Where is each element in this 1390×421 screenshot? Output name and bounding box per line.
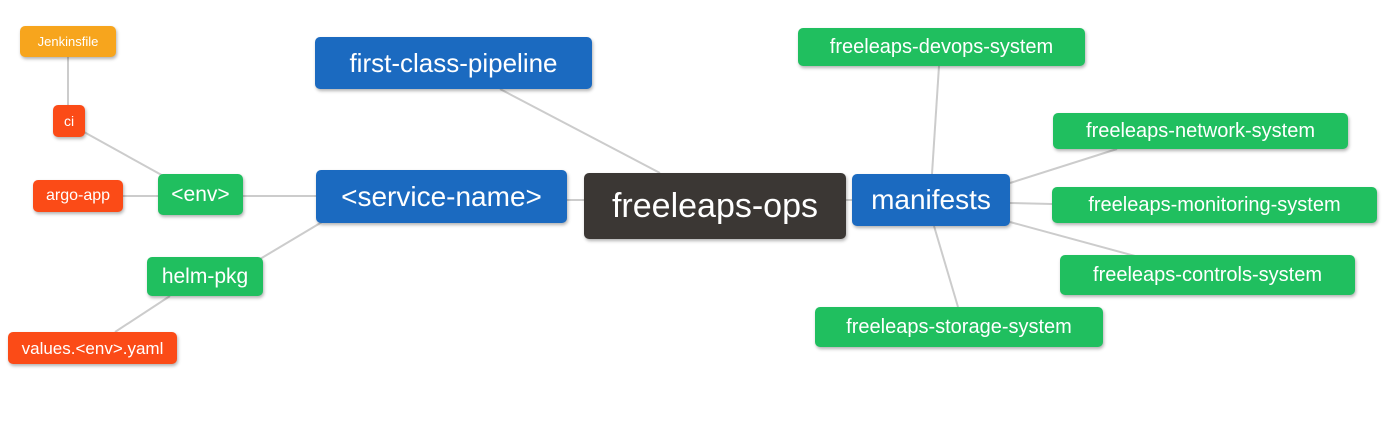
node-manifests[interactable]: manifests xyxy=(852,174,1010,226)
node-ci[interactable]: ci xyxy=(53,105,85,137)
node-service-name[interactable]: <service-name> xyxy=(316,170,567,223)
node-jenkinsfile[interactable]: Jenkinsfile xyxy=(20,26,116,57)
node-storage-system[interactable]: freeleaps-storage-system xyxy=(815,307,1103,347)
edge-first-class-pipeline-to-freeleaps-ops xyxy=(499,88,661,174)
node-helm-pkg[interactable]: helm-pkg xyxy=(147,257,263,296)
node-env[interactable]: <env> xyxy=(158,174,243,215)
edge-manifests-to-devops-system xyxy=(931,65,940,175)
node-controls-system[interactable]: freeleaps-controls-system xyxy=(1060,255,1355,295)
edge-ci-to-env xyxy=(83,131,168,179)
edge-manifests-to-network-system xyxy=(1009,148,1118,184)
node-monitoring-system[interactable]: freeleaps-monitoring-system xyxy=(1052,187,1377,223)
node-devops-system[interactable]: freeleaps-devops-system xyxy=(798,28,1085,66)
node-values-env-yaml[interactable]: values.<env>.yaml xyxy=(8,332,177,364)
node-first-class-pipeline[interactable]: first-class-pipeline xyxy=(315,37,592,89)
node-network-system[interactable]: freeleaps-network-system xyxy=(1053,113,1348,149)
edge-manifests-to-storage-system xyxy=(933,225,959,308)
node-freeleaps-ops[interactable]: freeleaps-ops xyxy=(584,173,846,239)
edge-helm-pkg-to-service-name xyxy=(259,221,323,260)
edge-values-env-yaml-to-helm-pkg xyxy=(114,295,171,333)
edge-manifests-to-monitoring-system xyxy=(1009,202,1053,205)
node-argo-app[interactable]: argo-app xyxy=(33,180,123,212)
edge-manifests-to-controls-system xyxy=(1009,221,1136,257)
